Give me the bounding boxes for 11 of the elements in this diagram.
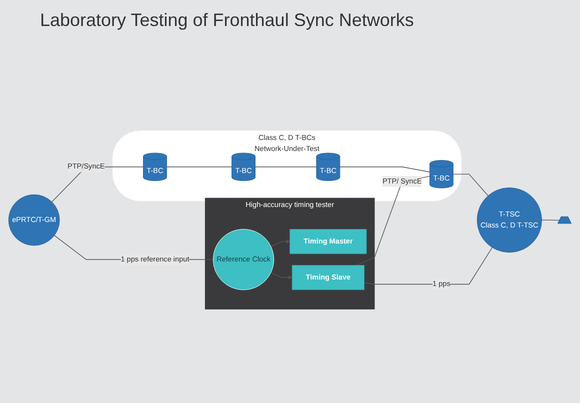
connector: [541, 219, 560, 220]
connector: [364, 246, 493, 284]
diagram-title: Laboratory Testing of Fronthaul Sync Networks: [39, 9, 415, 32]
connector: [166, 166, 232, 167]
arrow: [270, 272, 292, 280]
node-tower: [557, 216, 572, 224]
connector: [340, 166, 430, 172]
connector: [452, 173, 488, 196]
arrow: [270, 239, 290, 246]
connector: [356, 175, 430, 266]
connector: [254, 166, 317, 167]
